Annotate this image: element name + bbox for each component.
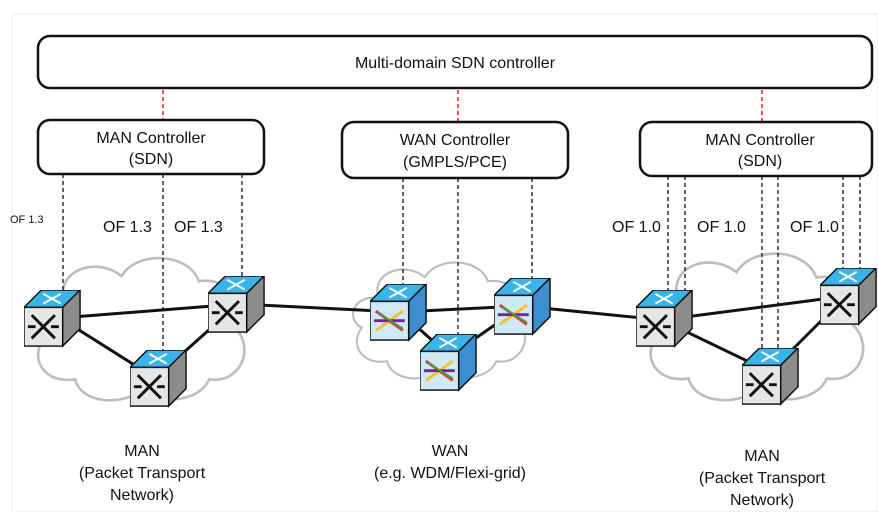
- domain-wan-title: WAN: [432, 443, 469, 460]
- packet-switch-icon: [820, 268, 878, 326]
- top-controller-box: [36, 34, 874, 90]
- top-controller-label: Multi-domain SDN controller: [355, 55, 556, 72]
- optical-switch-icon: [494, 278, 552, 336]
- man-right-controller-title: MAN Controller: [705, 132, 815, 149]
- domain-man-left-line3: Network): [110, 487, 174, 504]
- openflow-links: [62, 174, 861, 352]
- man-left-controller-box: [36, 118, 266, 176]
- protocol-label: OF 1.0: [697, 219, 746, 236]
- wan-controller-box: [340, 120, 570, 180]
- protocol-label: OF 1.3: [103, 219, 152, 236]
- domain-man-left-title: MAN: [124, 443, 160, 460]
- domain-man-right-line3: Network): [730, 492, 794, 509]
- packet-switch-icon: [130, 350, 188, 408]
- protocol-label: OF 1.0: [612, 219, 661, 236]
- packet-switch-icon: [208, 276, 266, 334]
- optical-switch-icon: [420, 334, 478, 392]
- man-left-controller-title: MAN Controller: [96, 130, 206, 147]
- packet-switch-icon: [742, 348, 800, 406]
- wan-controller-title: WAN Controller: [400, 132, 511, 149]
- man-right-controller-box: [638, 120, 874, 178]
- domain-wan-subtitle: (e.g. WDM/Flexi-grid): [374, 465, 526, 482]
- protocol-label: OF 1.3: [174, 219, 223, 236]
- domain-man-right-title: MAN: [744, 448, 780, 465]
- wan-controller-subtitle: (GMPLS/PCE): [403, 154, 507, 171]
- packet-switch-icon: [24, 290, 82, 348]
- man-right-controller-subtitle: (SDN): [738, 153, 782, 170]
- optical-switch-icon: [370, 284, 428, 342]
- domain-man-right-line2: (Packet Transport: [699, 470, 826, 487]
- packet-switch-icon: [636, 290, 694, 348]
- man-left-controller-subtitle: (SDN): [129, 151, 173, 168]
- domain-man-left-line2: (Packet Transport: [79, 465, 206, 482]
- protocol-label: OF 1.0: [790, 219, 839, 236]
- red-dashed-links: [162, 90, 763, 122]
- protocol-label: OF 1.3: [10, 214, 44, 226]
